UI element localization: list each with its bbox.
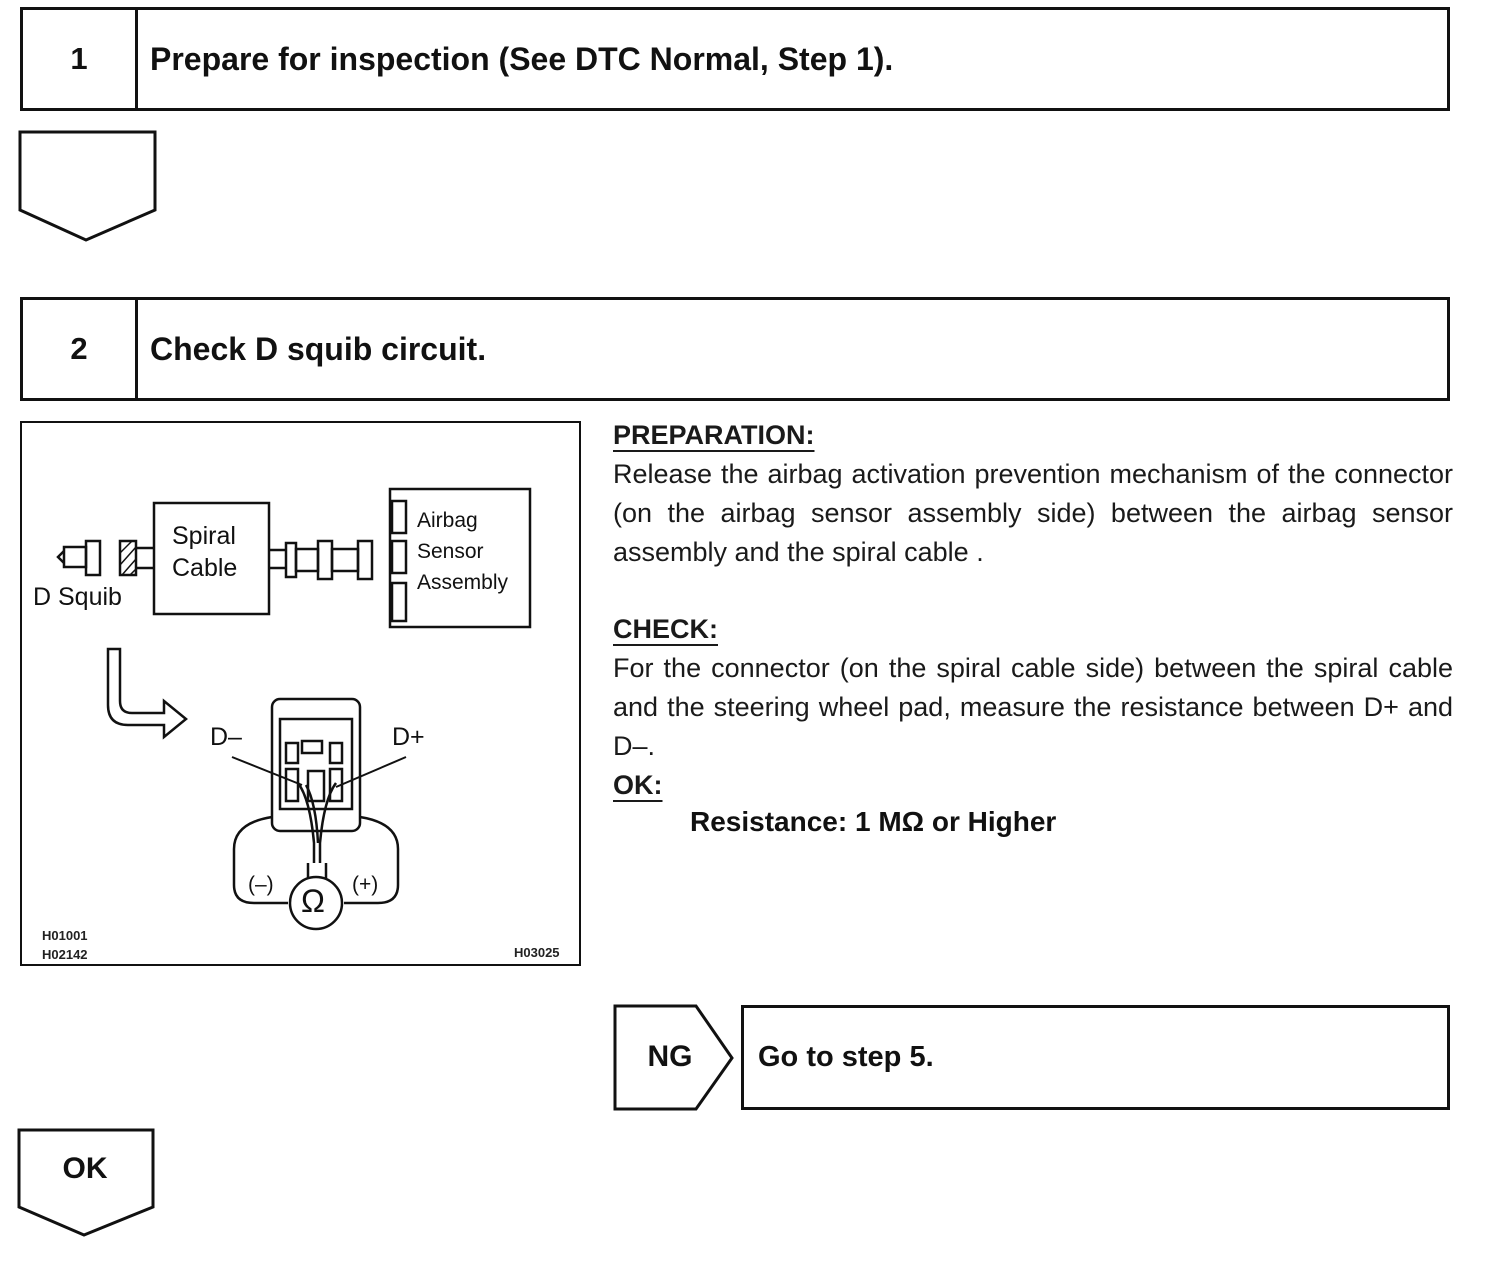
ng-arrow xyxy=(613,1004,734,1111)
meter-left-lead xyxy=(232,815,288,905)
step-2-box: 2 Check D squib circuit. xyxy=(20,297,1450,401)
ok-arrow xyxy=(17,1128,155,1237)
ng-result-text: Go to step 5. xyxy=(758,1041,934,1073)
label-cable: Cable xyxy=(172,554,238,582)
ohmmeter-circle xyxy=(288,875,344,931)
ng-label: NG xyxy=(647,1040,693,1073)
check-heading: CHECK: xyxy=(613,614,718,644)
resistance-spec: Resistance: 1 MΩ or Higher xyxy=(690,806,1057,837)
label-d-squib: D Squib xyxy=(33,583,122,611)
step-2-title: Check D squib circuit. xyxy=(150,330,487,367)
step-1-box: 1 Prepare for inspection (See DTC Normal… xyxy=(20,7,1450,111)
figure-code-h01001: H01001 xyxy=(42,928,88,943)
check-text: For the connector (on the spiral cable s… xyxy=(613,653,1453,761)
spiral-cable-box xyxy=(152,501,271,616)
step-1-title: Prepare for inspection (See DTC Normal, … xyxy=(150,40,894,77)
squib-connector-plug xyxy=(62,545,88,569)
connector-diagram-drawing xyxy=(56,487,532,931)
preparation-section: PREPARATION: Release the airbag activati… xyxy=(613,416,1453,572)
ok-label: OK xyxy=(62,1152,108,1185)
label-positive-lead: (+) xyxy=(352,873,379,896)
label-d-plus: D+ xyxy=(392,723,425,751)
figure-code-h03025: H03025 xyxy=(514,945,560,960)
connector-diagram: Spiral Cable Airbag Sensor Assembly D Sq… xyxy=(20,421,581,966)
label-assembly: Assembly xyxy=(417,571,509,594)
bent-arrow xyxy=(106,647,188,740)
step-1-number: 1 xyxy=(23,10,138,108)
squib-connector-body xyxy=(84,539,102,577)
preparation-heading: PREPARATION: xyxy=(613,420,815,450)
preparation-text: Release the airbag activation prevention… xyxy=(613,459,1453,567)
label-spiral: Spiral xyxy=(172,522,236,550)
flow-arrow-step-1 xyxy=(18,130,157,242)
squib-connector-hatched xyxy=(118,539,138,577)
label-negative-lead: (–) xyxy=(248,873,274,896)
ng-result-box: Go to step 5. xyxy=(741,1005,1450,1110)
label-sensor: Sensor xyxy=(417,540,484,563)
check-section: CHECK: For the connector (on the spiral … xyxy=(613,610,1453,805)
ohm-symbol: Ω xyxy=(301,883,325,919)
squib-connector-tip xyxy=(56,550,65,564)
step-2-number: 2 xyxy=(23,300,138,398)
ok-heading: OK: xyxy=(613,770,663,800)
label-d-minus: D– xyxy=(210,723,242,751)
meter-right-lead xyxy=(344,815,400,905)
label-airbag: Airbag xyxy=(417,509,478,532)
figure-code-h02142: H02142 xyxy=(42,947,88,962)
airbag-sensor-assembly-box xyxy=(388,487,532,629)
